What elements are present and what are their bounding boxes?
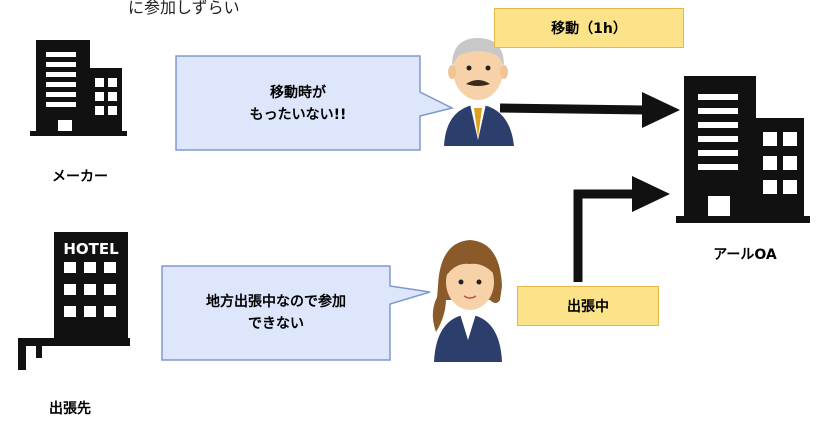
- trip-destination-label: 出張先: [49, 401, 91, 417]
- businessman-icon: [444, 38, 514, 146]
- man-bubble-line-2: もったいない!!: [249, 107, 347, 123]
- man-bubble-text: 移動時が もったいない!!: [176, 72, 420, 136]
- travel-arrow: [499, 92, 680, 128]
- businesswoman-icon: [432, 240, 502, 362]
- woman-speech-bubble: [161, 265, 431, 361]
- woman-bubble-line-1: 地方出張中なので参加: [206, 294, 346, 310]
- hotel-building-icon: [18, 232, 130, 370]
- hotel-sign-text: HOTEL: [63, 240, 119, 258]
- woman-bubble-line-2: できない: [248, 316, 304, 332]
- maker-building-icon: [30, 40, 127, 136]
- trip-arrow: [573, 176, 670, 282]
- r-oa-building-icon: [676, 76, 810, 223]
- trip-label: 出張中: [517, 286, 659, 326]
- woman-bubble-text: 地方出張中なので参加 できない: [162, 280, 390, 346]
- maker-label: メーカー: [52, 169, 108, 185]
- top-caption: に参加しずらい: [128, 0, 240, 17]
- r-oa-label: アールOA: [713, 247, 777, 263]
- man-speech-bubble: [175, 55, 455, 151]
- move-label: 移動（1h）: [494, 8, 684, 48]
- man-bubble-line-1: 移動時が: [270, 85, 326, 101]
